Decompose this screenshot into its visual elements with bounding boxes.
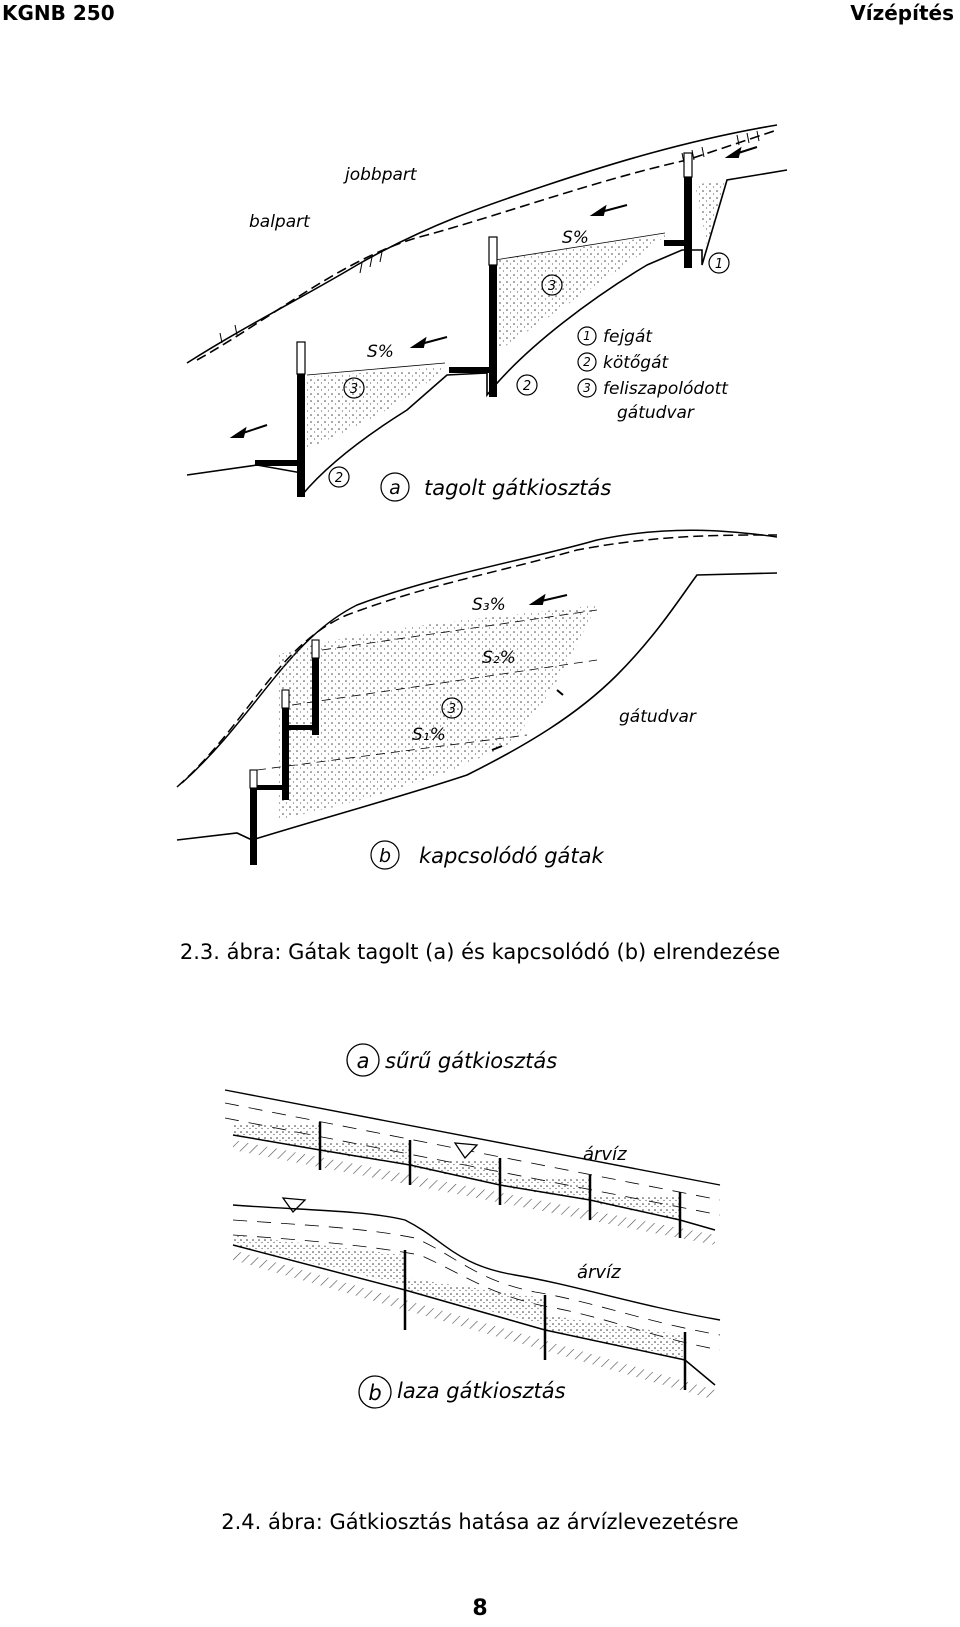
panel-a-drawing: 3 2 3 2 1 S% S% jobbpart balpart 1 2 3 f… [186,124,788,502]
legend-text-feliszapolodott: feliszapolódott [603,379,729,399]
bed-line-a [232,1134,716,1231]
circle-label-3b: 3 [548,279,556,294]
dam-post-2 [489,237,497,397]
sediment-fill-3 [695,180,725,245]
panel-b-title: kapcsolódó gátak [419,844,605,868]
dam-post-b1 [312,640,319,735]
dam-post-b2 [282,690,289,800]
upper-bank-b-dashed [176,534,778,788]
legend-text-fejgat: fejgát [603,327,653,347]
gatudvar-label-b: gátudvar [619,707,697,727]
figure1-caption: 2.3. ábra: Gátak tagolt (a) és kapcsolód… [179,940,781,964]
sediment-fill-2 [492,235,667,355]
sediment-fill-1 [302,367,447,450]
circle-label-3a: 3 [350,382,358,397]
dam-post-3 [684,153,692,268]
water-surface-b [232,1204,721,1321]
fig2-panel-a-title: sűrű gátkiosztás [385,1049,557,1073]
header-right-title: Vízépítés [850,1,954,25]
circle-label-2a: 2 [335,471,343,486]
panel-b-drawing: S₃% S₂% 3 S₁% gátudvar b kapcsolódó gáta… [176,529,778,870]
bed-line-b [232,1244,716,1386]
slope-label-s2: S₂% [482,648,516,668]
dam-post-1 [297,342,305,497]
arviz-label-a: árvíz [583,1144,627,1165]
upper-bank-b-solid [181,529,778,784]
figure2-caption: 2.4. ábra: Gátkiosztás hatása az árvízle… [221,1510,739,1534]
right-bank-line [196,129,778,361]
panel-a-letter: a [389,477,401,499]
circle-label-3-b: 3 [448,702,456,717]
fig2-panel-a-letter: a [357,1049,370,1073]
figure-dam-spacing: a sűrű gátkiosztás árvíz [215,1040,743,1475]
river-bed-a [186,169,788,498]
slope-label-s1: S₁% [412,725,446,745]
legend-num-1: 1 [583,329,591,343]
sediment-fill-b [277,605,597,820]
left-bank-label: balpart [249,212,311,232]
arviz-label-b: árvíz [577,1262,621,1283]
river-bed-b [176,572,778,841]
legend-text-gatudvar: gátudvar [617,403,695,423]
panel-b-letter: b [379,845,391,867]
fig2-panel-b-title: laza gátkiosztás [397,1379,566,1403]
fig2-panel-b-letter: b [368,1381,381,1405]
panel-b-loose: árvíz b laza gátkiosztás [232,1197,721,1409]
circle-label-2b: 2 [523,379,531,394]
slope-label-s3: S₃% [472,595,506,615]
dam-post-b3 [250,770,257,865]
circle-label-1: 1 [715,257,723,272]
legend-num-3: 3 [583,381,591,395]
figure-dam-arrangement: 3 2 3 2 1 S% S% jobbpart balpart 1 2 3 f… [127,105,832,913]
page-number: 8 [472,1596,488,1621]
panel-a-dense: a sűrű gátkiosztás árvíz [224,1043,721,1245]
slope-label-lower: S% [367,342,394,362]
legend-text-kotogat: kötőgát [603,353,670,373]
left-bank-line [186,124,778,364]
legend-num-2: 2 [583,355,591,369]
right-bank-label: jobbpart [343,165,418,185]
panel-a-title: tagolt gátkiosztás [424,476,611,500]
slope-label-upper: S% [562,228,589,248]
header-left-title: KGNB 250 [2,1,115,25]
